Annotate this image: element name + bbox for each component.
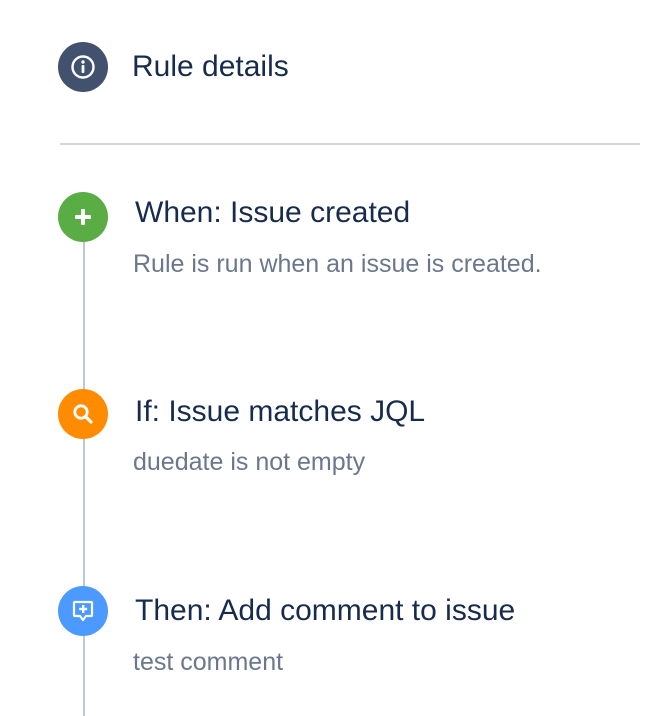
step-description: test comment xyxy=(133,648,284,676)
info-icon xyxy=(58,42,108,92)
trigger-step[interactable]: When: Issue created Rule is run when an … xyxy=(0,190,654,290)
rule-details-item[interactable]: Rule details xyxy=(58,42,289,92)
divider xyxy=(60,143,640,145)
step-title: Then: Add comment to issue xyxy=(135,594,516,627)
rule-details-title: Rule details xyxy=(132,50,289,83)
action-step[interactable]: Then: Add comment to issue test comment xyxy=(0,586,654,686)
plus-icon xyxy=(58,192,108,242)
step-description: duedate is not empty xyxy=(133,448,366,476)
add-comment-icon xyxy=(58,586,108,636)
timeline-line xyxy=(83,215,85,716)
step-title: When: Issue created xyxy=(135,196,411,229)
step-title: If: Issue matches JQL xyxy=(135,395,426,428)
step-description: Rule is run when an issue is created. xyxy=(133,250,542,278)
search-icon xyxy=(58,389,108,439)
condition-step[interactable]: If: Issue matches JQL duedate is not emp… xyxy=(0,389,654,489)
